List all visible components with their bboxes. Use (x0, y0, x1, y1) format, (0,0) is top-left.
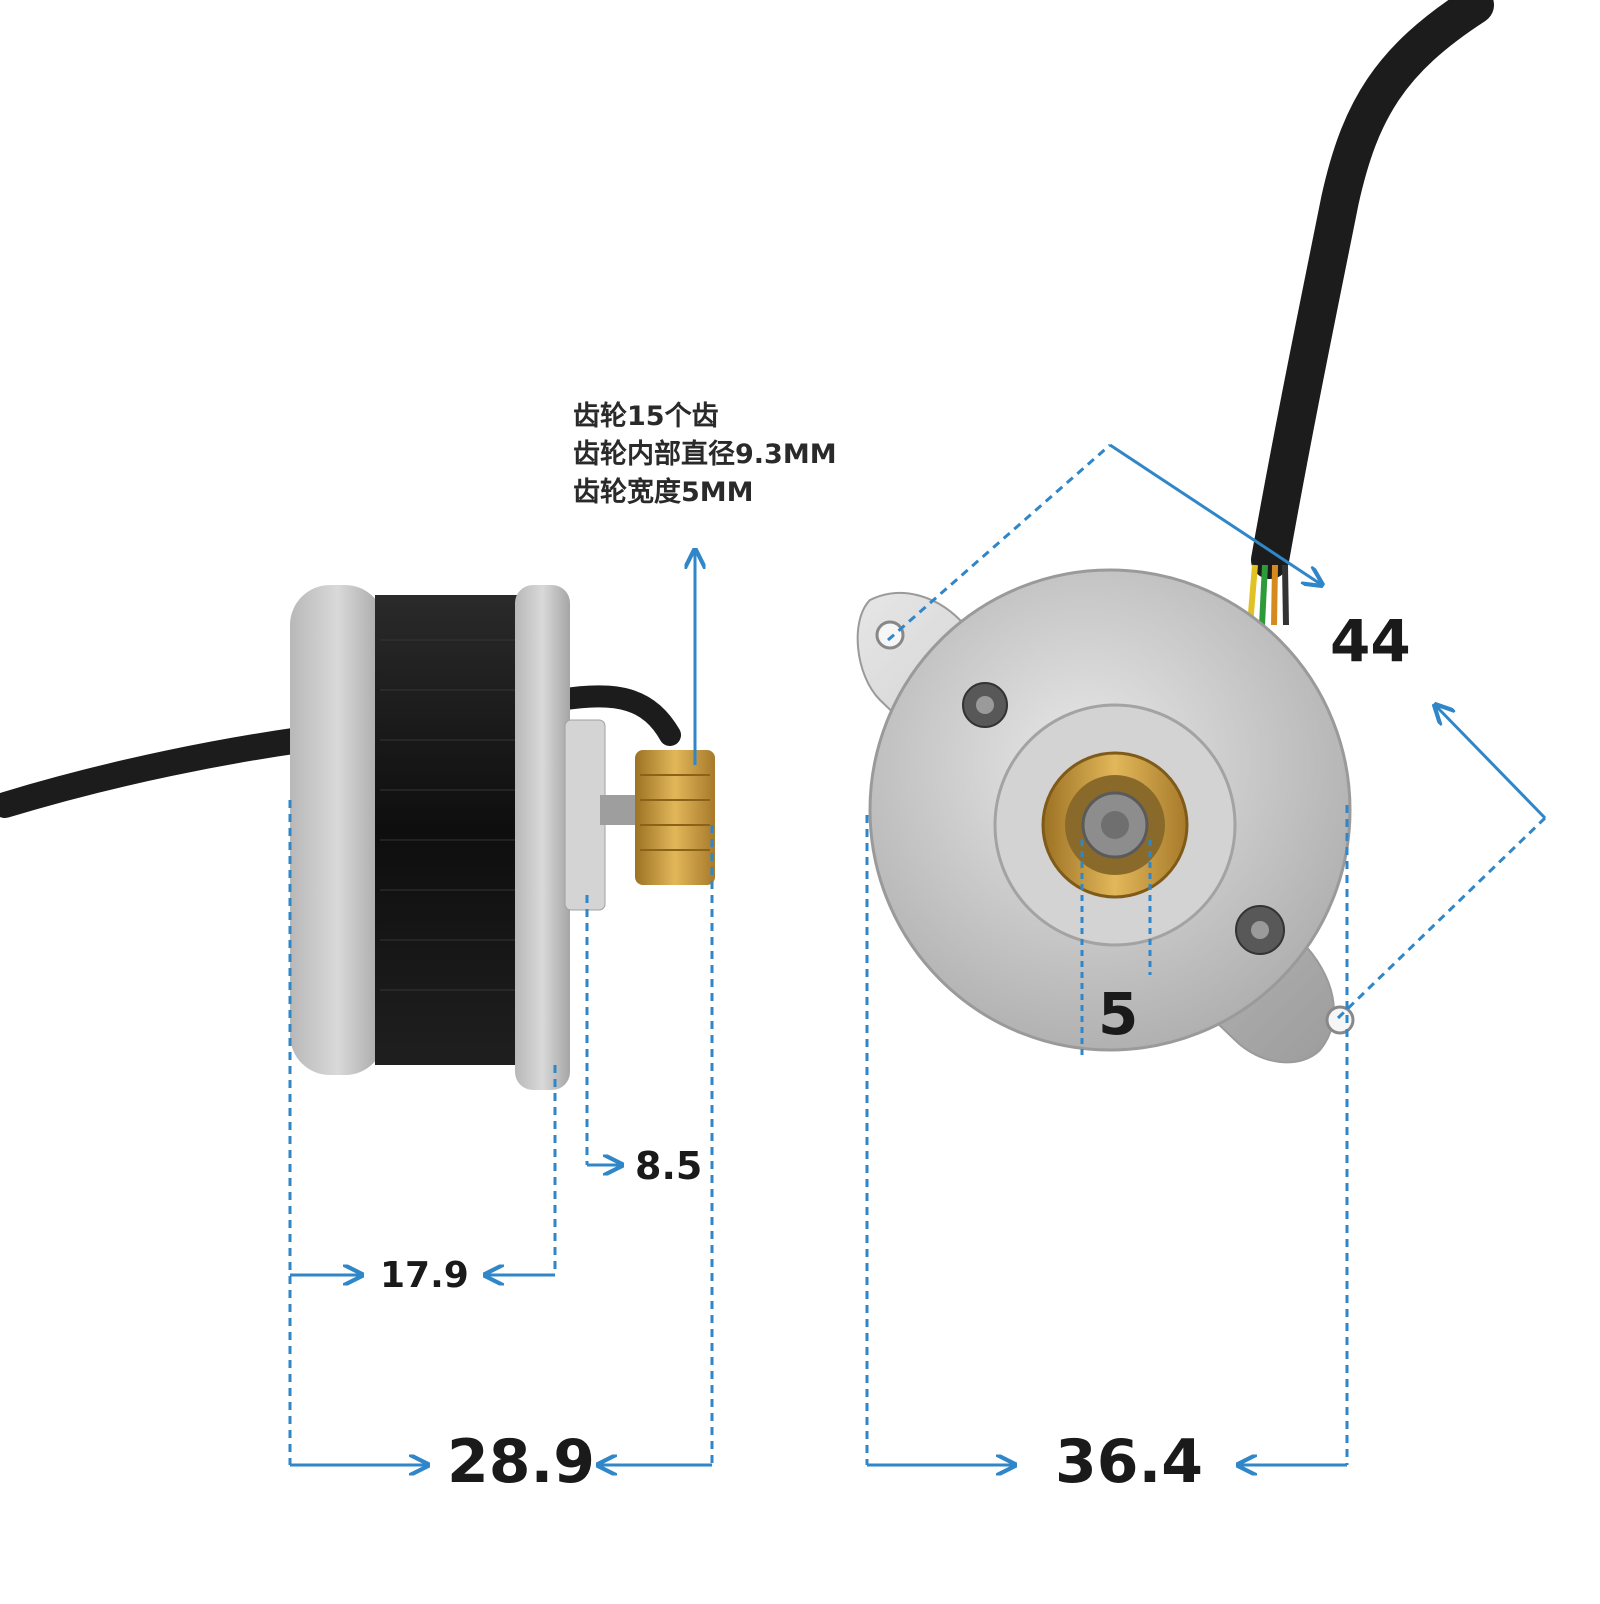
front-cable (1251, 0, 1494, 579)
front-view-motor (856, 0, 1494, 1064)
front-mount-hole-bottom (1325, 1005, 1355, 1035)
dim-label-shaft-extension: 8.5 (635, 1144, 703, 1188)
side-view-motor (0, 585, 715, 1090)
side-coil-body (375, 595, 530, 1065)
dim-diag-hole-top (887, 443, 1111, 642)
side-shaft (600, 795, 640, 825)
dim-diag-hole-bottom (1336, 816, 1547, 1020)
front-mount-hole-top (875, 620, 905, 650)
dim-label-total-length: 28.9 (447, 1427, 596, 1497)
dim-label-body-width: 36.4 (1055, 1427, 1204, 1497)
spec-gear-teeth: 齿轮15个齿 (573, 401, 719, 432)
side-rear-endcap (290, 585, 385, 1075)
dim-label-hole-spacing: 44 (1330, 607, 1411, 675)
spec-gear-inner-diameter: 齿轮内部直径9.3MM (573, 439, 837, 470)
dim-label-flange-depth: 17.9 (380, 1255, 469, 1296)
spec-gear-width: 齿轮宽度5MM (573, 477, 754, 508)
side-brass-gear (635, 750, 715, 885)
dim-label-shaft-diameter: 5 (1098, 980, 1139, 1048)
side-boss (564, 719, 606, 911)
dimension-lines (288, 443, 1547, 1465)
side-cable-rear (549, 685, 681, 746)
side-cable (0, 727, 313, 818)
side-front-flange (515, 585, 570, 1090)
